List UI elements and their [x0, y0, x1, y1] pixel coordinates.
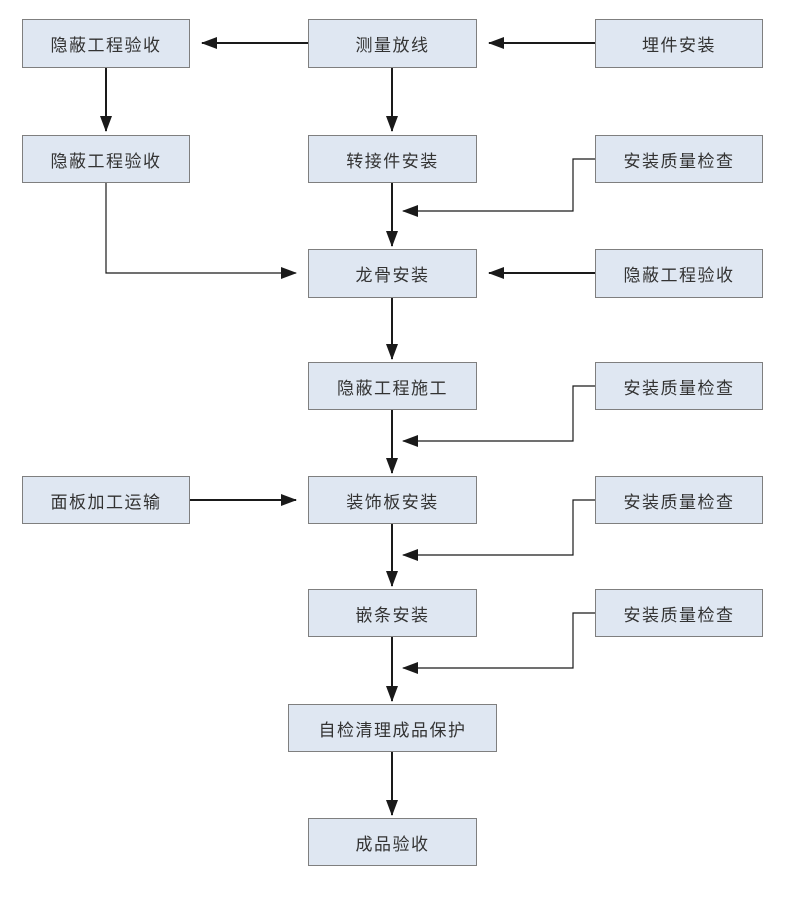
edge-hidden-acceptance-2-to-keel [105, 183, 297, 279]
node-self-check-cleaning-protection: 自检清理成品保护 [288, 704, 497, 752]
edge-quality-check-3-to-flow [402, 499, 595, 561]
node-hidden-work-acceptance-right: 隐蔽工程验收 [595, 249, 763, 298]
node-embedded-parts-installation: 埋件安装 [595, 19, 763, 68]
node-installation-quality-check-3: 安装质量检查 [595, 476, 763, 524]
edge-quality-check-2-to-flow [402, 385, 595, 447]
node-inlay-strip-installation: 嵌条安装 [308, 589, 477, 637]
node-decorative-panel-installation: 装饰板安装 [308, 476, 477, 524]
node-panel-processing-transport: 面板加工运输 [22, 476, 190, 524]
node-finished-product-acceptance: 成品验收 [308, 818, 477, 866]
node-adapter-installation: 转接件安装 [308, 135, 477, 183]
node-installation-quality-check-4: 安装质量检查 [595, 589, 763, 637]
node-keel-installation: 龙骨安装 [308, 249, 477, 298]
edge-quality-check-4-to-flow [402, 612, 595, 674]
edge-quality-check-1-to-flow [402, 158, 595, 217]
node-hidden-work-acceptance-top: 隐蔽工程验收 [22, 19, 190, 68]
node-measurement-setting-out: 测量放线 [308, 19, 477, 68]
node-hidden-work-construction: 隐蔽工程施工 [308, 362, 477, 410]
node-hidden-work-acceptance-2: 隐蔽工程验收 [22, 135, 190, 183]
node-installation-quality-check-1: 安装质量检查 [595, 135, 763, 183]
node-installation-quality-check-2: 安装质量检查 [595, 362, 763, 410]
